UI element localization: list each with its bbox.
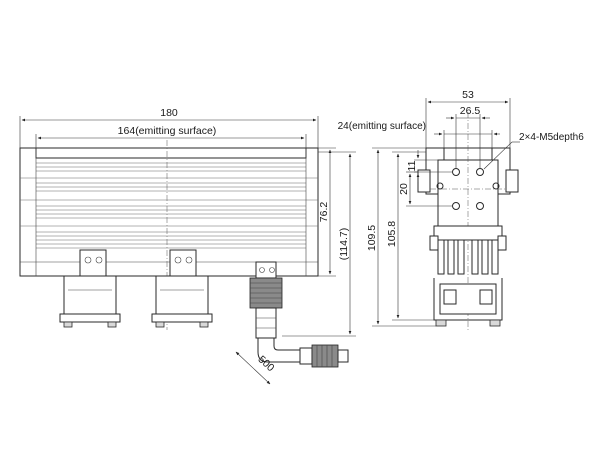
emitting-face <box>35 147 307 159</box>
dim-label-180: 180 <box>160 107 178 119</box>
cable-connector <box>249 261 283 339</box>
dim-label-53: 53 <box>462 89 474 101</box>
dim-label-11: 11 <box>406 160 418 171</box>
dim-label-109-5: 109.5 <box>366 225 378 251</box>
thread-hole-4 <box>476 202 484 210</box>
dim-label-114-7: (114.7) <box>338 228 350 261</box>
dim-side-total-height: (114.7) <box>282 151 356 337</box>
thread-hole-3 <box>452 202 460 210</box>
light-housing <box>19 147 319 277</box>
dim-emitting-width: 24(emitting surface) <box>338 121 500 148</box>
dim-11: 11 <box>406 150 452 182</box>
dim-label-24: 24(emitting surface) <box>338 121 426 132</box>
dim-label-76-2: 76.2 <box>318 202 330 223</box>
side-view: 53 26.5 24(emitting surface) 2×4-M5depth… <box>338 89 584 330</box>
dim-hole-pitch: 26.5 <box>446 105 490 168</box>
dim-label-20: 20 <box>398 183 410 195</box>
side-bottom-bracket <box>433 278 503 327</box>
dim-label-26-5: 26.5 <box>460 105 481 117</box>
dim-body-height: 76.2 <box>318 147 336 277</box>
dim-cable-length: 500 <box>235 351 277 385</box>
dim-width-overall: 53 <box>425 89 511 148</box>
dim-emitting-length: 164(emitting surface) <box>35 125 307 148</box>
thread-note-label: 2×4-M5depth6 <box>519 132 584 143</box>
thread-callout: 2×4-M5depth6 <box>483 132 584 170</box>
thread-hole-2 <box>476 168 484 176</box>
dim-label-164: 164(emitting surface) <box>118 125 217 137</box>
front-view: 180 164(emitting surface) 76.2 (114.7) 5… <box>19 107 356 385</box>
heat-sink-fins <box>20 148 318 276</box>
dim-20: 20 <box>398 171 452 207</box>
mounting-bracket-left <box>59 249 121 328</box>
dim-height-overall: 109.5 <box>366 147 436 327</box>
dim-overall-length: 180 <box>19 107 319 148</box>
dim-height-to-base: 105.8 <box>386 151 434 321</box>
cable-end-connector <box>299 344 349 368</box>
thread-hole-1 <box>452 168 460 176</box>
mounting-bracket-right <box>151 249 213 328</box>
dim-label-105-8: 105.8 <box>386 221 398 247</box>
side-fins <box>429 235 507 275</box>
